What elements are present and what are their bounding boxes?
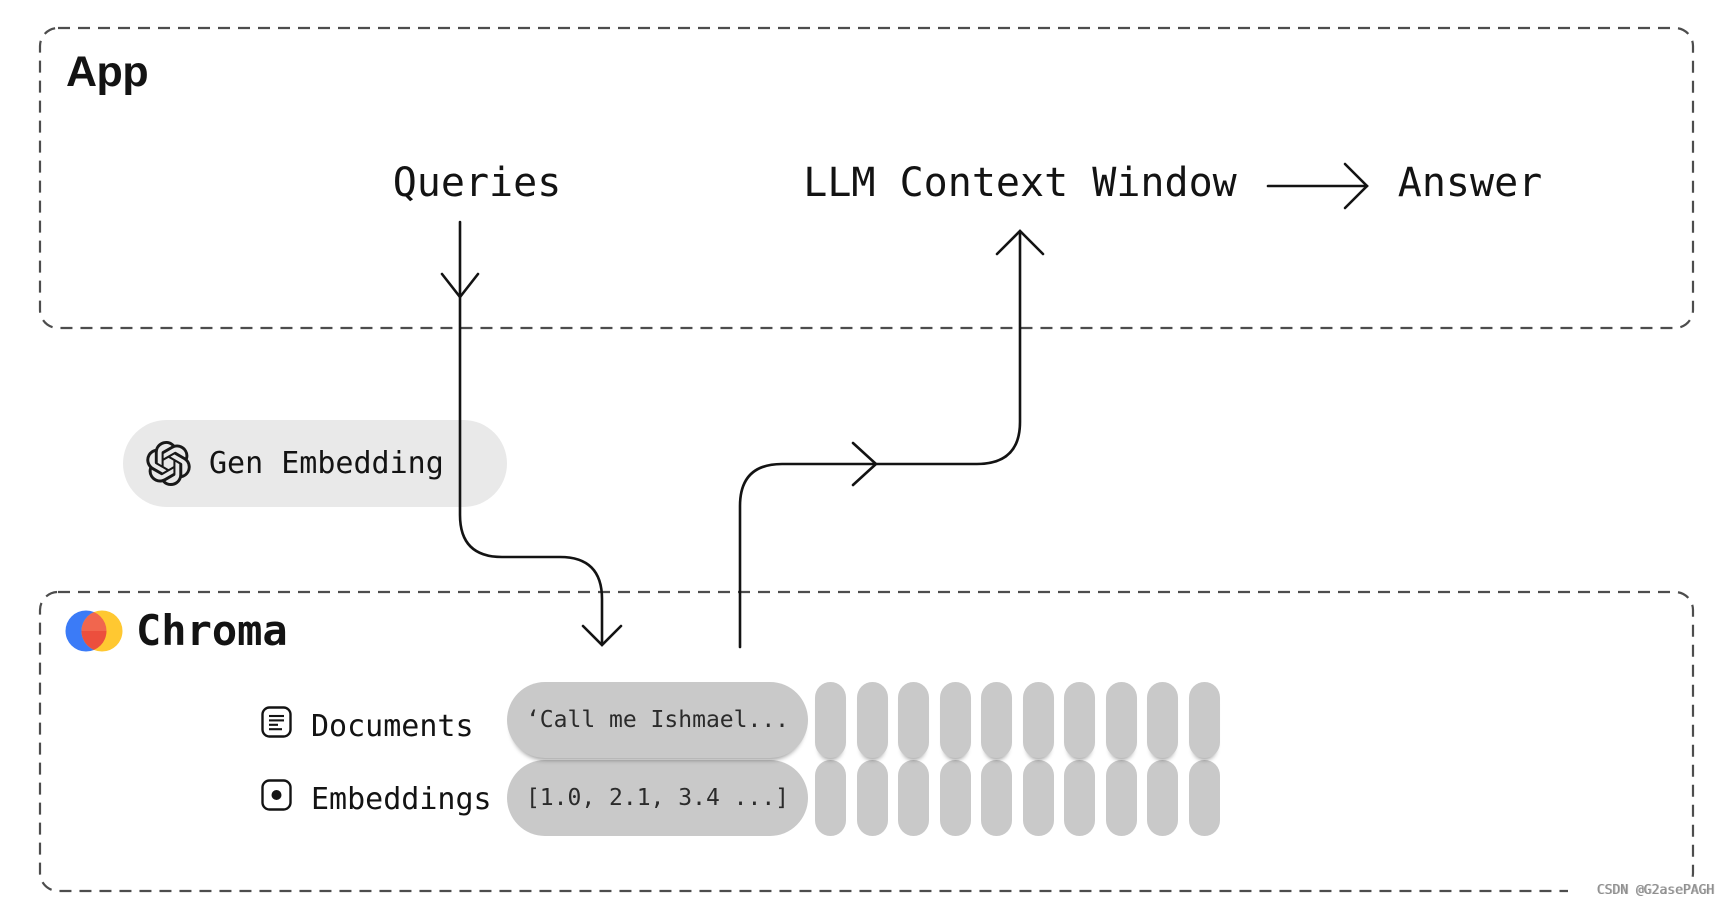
arrowhead-right-icon bbox=[1343, 162, 1369, 210]
placeholder-pill bbox=[939, 760, 971, 836]
placeholder-pill bbox=[856, 760, 888, 836]
placeholder-pill bbox=[898, 760, 929, 836]
placeholder-pill bbox=[1064, 760, 1095, 836]
app-box-title: App bbox=[66, 48, 149, 96]
placeholder-pill bbox=[856, 682, 888, 758]
placeholder-pill bbox=[1147, 760, 1178, 836]
placeholder-pill bbox=[815, 760, 846, 836]
embedding-placeholder-pills bbox=[815, 760, 1220, 836]
arrowhead-up-icon bbox=[995, 229, 1045, 256]
arrowhead-down-icon bbox=[440, 272, 480, 300]
chroma-header: Chroma bbox=[65, 610, 288, 652]
chroma-to-llm-arrow bbox=[738, 230, 1022, 649]
placeholder-pill bbox=[898, 682, 929, 758]
chroma-logo-icon bbox=[65, 610, 123, 652]
watermark: CSDN @G2asePAGH bbox=[1568, 881, 1716, 901]
placeholder-pill bbox=[1105, 682, 1137, 758]
placeholder-pill bbox=[815, 682, 846, 758]
placeholder-pill bbox=[981, 682, 1012, 758]
placeholder-pill bbox=[1022, 760, 1054, 836]
embedding-icon bbox=[261, 779, 292, 811]
embeddings-label: Embeddings bbox=[311, 782, 492, 817]
document-sample-pill: ‘Call me Ishmael... bbox=[507, 682, 808, 758]
placeholder-pill bbox=[1105, 760, 1137, 836]
arrowhead-down-icon bbox=[581, 624, 623, 647]
placeholder-pill bbox=[1147, 682, 1178, 758]
embedding-sample-pill: [1.0, 2.1, 3.4 ...] bbox=[507, 760, 808, 836]
placeholder-pill bbox=[1022, 682, 1054, 758]
placeholder-pill bbox=[939, 682, 971, 758]
document-placeholder-pills bbox=[815, 682, 1220, 758]
documents-label: Documents bbox=[311, 709, 474, 744]
chroma-box-title: Chroma bbox=[136, 606, 288, 655]
arrowhead-right-icon bbox=[851, 441, 878, 487]
placeholder-pill bbox=[1188, 760, 1220, 836]
openai-logo-icon bbox=[146, 441, 191, 486]
document-icon bbox=[261, 706, 292, 738]
answer-label: Answer bbox=[1397, 160, 1543, 206]
placeholder-pill bbox=[981, 760, 1012, 836]
placeholder-pill bbox=[1064, 682, 1095, 758]
gen-embedding-pill: Gen Embedding bbox=[123, 420, 507, 507]
llm-context-window-label: LLM Context Window bbox=[803, 160, 1237, 206]
queries-label: Queries bbox=[392, 160, 562, 206]
gen-embedding-label: Gen Embedding bbox=[209, 446, 444, 481]
placeholder-pill bbox=[1188, 682, 1220, 758]
